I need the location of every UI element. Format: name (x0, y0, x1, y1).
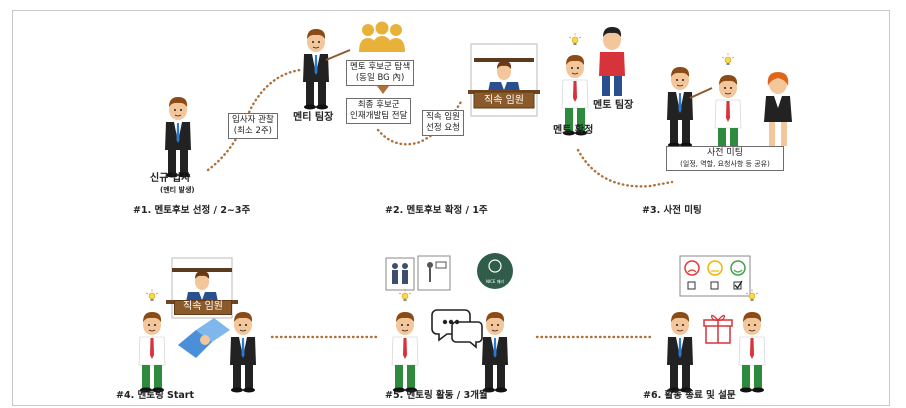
mentee-woman-figure (764, 72, 792, 146)
lightbulb-icon (721, 52, 735, 66)
pointer-stick-icon (325, 49, 351, 61)
step-5-caption: #5. 멘토링 활동 / 3개월 (385, 390, 488, 401)
lightbulb-icon (145, 288, 159, 302)
down-arrow-icon (377, 86, 389, 94)
exec-request-box: 직속 임원 선정 요청 (422, 110, 464, 137)
exec-tag-2: 직속 임원 (174, 300, 232, 315)
step-2-caption: #2. 멘토후보 확정 / 1주 (385, 205, 488, 216)
mentoring-icon-people (385, 257, 415, 291)
checkbox-icon (687, 281, 696, 290)
checkbox-icon (710, 281, 719, 290)
lightbulb-icon (398, 288, 412, 302)
chat-bubbles-icon (431, 309, 483, 349)
new-hire-sub-label: (멘티 발생) (160, 186, 195, 194)
candidate-search-label: 멘토 후보군 탐색 (350, 62, 411, 72)
candidate-search-box: 멘토 후보군 탐색 (동일 BG 內) (346, 60, 415, 87)
mentee-figure-end (666, 311, 694, 393)
step-4-caption: #4. 멘토링 Start (116, 390, 195, 401)
pre-meeting-label: 사전 미팅 (707, 148, 743, 158)
presenter-figure (666, 66, 713, 148)
step-3-caption: #3. 사전 미팅 (642, 205, 702, 216)
observe-sub-label: (최소 2주) (233, 126, 272, 137)
people-group-icon (359, 21, 405, 52)
mentee-lead-label: 멘티 팀장 (293, 112, 334, 123)
new-hire-label: 신규 입사 (150, 173, 191, 184)
step-6-caption: #6. 활동 종료 및 설문 (643, 390, 736, 401)
mentee-lead-figure (302, 28, 351, 110)
new-hire-figure (164, 96, 192, 178)
final-candidate-box: 최종 후보군 인재개발팀 전달 (346, 98, 412, 125)
mentor-lead-label: 멘토 팀장 (593, 100, 634, 111)
mentor-figure-start (138, 311, 166, 393)
idea-circle-icon: NICE 메리 (477, 253, 513, 289)
exec-desk-1 (473, 91, 535, 109)
exec-request-label: 직속 임원 (426, 112, 460, 122)
handshake-icon (178, 318, 230, 358)
lightbulb-icon (568, 32, 582, 46)
survey-faces-icon (679, 255, 751, 297)
gift-icon (703, 314, 733, 344)
candidate-search-sub-label: (동일 BG 內) (355, 73, 405, 84)
exec-request-sub-label: 선정 요청 (426, 123, 460, 134)
flow-connector-2 (376, 98, 464, 146)
step-1-caption: #1. 멘토후보 선정 / 2~3주 (133, 205, 251, 216)
mentor-figure-end (738, 311, 766, 393)
mentor-figure-activity (391, 311, 419, 393)
final-candidate-sub-label: 인재개발팀 전달 (350, 111, 408, 122)
pre-meeting-sub-label: (일정, 역할, 요청사항 등 공유) (680, 159, 770, 168)
exec-tag-1: 직속 임원 (484, 95, 524, 106)
mentor-confirm-label: 멘토 확정 (553, 125, 594, 136)
observe-label: 입사자 관찰 (232, 115, 274, 125)
mentor-figure (561, 54, 589, 136)
mentor-lead-figure (599, 27, 625, 96)
observe-box: 입사자 관찰 (최소 2주) (228, 113, 278, 140)
coaching-icon (417, 255, 451, 291)
final-candidate-label: 최종 후보군 (357, 100, 400, 110)
idea-circle-text: NICE 메리 (486, 278, 504, 284)
mentor-figure-2 (714, 74, 742, 156)
mentee-figure-activity (481, 311, 509, 393)
flow-connector-3 (576, 148, 674, 188)
flow-connector-1 (206, 68, 302, 172)
pre-meeting-box: 사전 미팅 (일정, 역할, 요청사항 등 공유) (666, 146, 784, 171)
mentee-figure-start (229, 311, 257, 393)
